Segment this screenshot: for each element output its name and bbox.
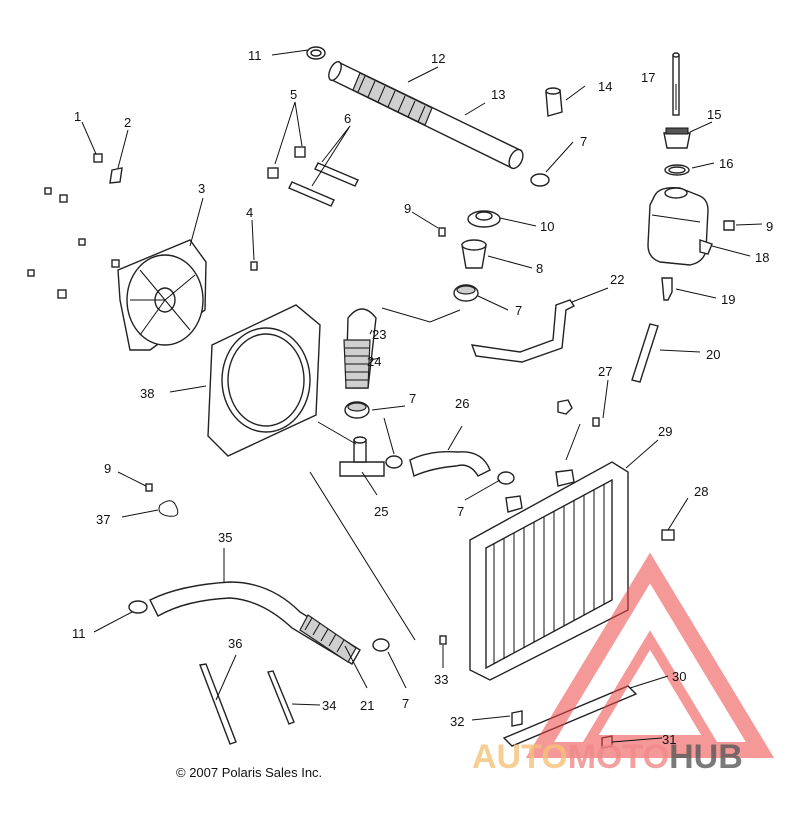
clamp-25 xyxy=(385,455,403,469)
hose-26 xyxy=(409,450,491,477)
callout-17: 17 xyxy=(641,70,655,85)
callout-35: 35 xyxy=(218,530,232,545)
leader-lines xyxy=(81,49,763,743)
callout-1: 1 xyxy=(74,109,81,124)
callout-20: 20 xyxy=(706,347,720,362)
clamp-24 xyxy=(344,401,370,419)
callout-9b: 9 xyxy=(766,219,773,234)
callout-26: 26 xyxy=(455,396,469,411)
callout-16: 16 xyxy=(719,156,733,171)
callout-24: 24 xyxy=(367,354,381,369)
clamp-top xyxy=(306,46,326,60)
upper-pipe xyxy=(328,60,524,170)
sleeve xyxy=(545,87,563,117)
callout-36: 36 xyxy=(228,636,242,651)
callout-8: 8 xyxy=(536,261,543,276)
watermark-moto: MOTO xyxy=(568,738,669,776)
bolt-33 xyxy=(439,635,447,645)
callout-21: 21 xyxy=(360,698,374,713)
callout-14: 14 xyxy=(598,79,612,94)
callout-38: 38 xyxy=(140,386,154,401)
callout-33: 33 xyxy=(434,672,448,687)
radiator-cap xyxy=(467,210,501,228)
callout-32: 32 xyxy=(450,714,464,729)
callout-23: 23 xyxy=(372,327,386,342)
cap-15 xyxy=(663,127,691,149)
callout-18: 18 xyxy=(755,250,769,265)
filler-neck xyxy=(461,239,487,269)
callout-7: 7 xyxy=(580,134,587,149)
callout-7d: 7 xyxy=(457,504,464,519)
copyright-notice: © 2007 Polaris Sales Inc. xyxy=(176,765,322,780)
bolt-28 xyxy=(661,529,675,541)
callout-7e: 7 xyxy=(402,696,409,711)
spring-37 xyxy=(145,483,179,517)
bolt-9a xyxy=(438,227,446,237)
callout-7c: 7 xyxy=(409,391,416,406)
callout-labels: 1 2 3 4 5 6 7 8 9 10 11 12 13 14 15 16 1… xyxy=(72,48,773,747)
tee-fitting xyxy=(339,436,385,477)
callout-11b: 11 xyxy=(72,626,86,641)
callout-9c: 9 xyxy=(104,461,111,476)
watermark-hub: HUB xyxy=(669,738,743,776)
clamp-21 xyxy=(372,638,390,652)
callout-7b: 7 xyxy=(515,303,522,318)
watermark-inner-triangle xyxy=(581,630,719,745)
callout-9: 9 xyxy=(404,201,411,216)
callout-30: 30 xyxy=(672,669,686,684)
callout-12: 12 xyxy=(431,51,445,66)
watermark-triangle xyxy=(525,552,775,758)
callout-25: 25 xyxy=(374,504,388,519)
clamp-8 xyxy=(453,284,479,302)
watermark-auto: AUTO xyxy=(472,738,568,776)
nut-27 xyxy=(557,399,600,427)
callout-34: 34 xyxy=(322,698,336,713)
callout-15: 15 xyxy=(707,107,721,122)
hose-23-24 xyxy=(343,308,377,389)
callout-31: 31 xyxy=(662,732,676,747)
callout-29: 29 xyxy=(658,424,672,439)
clamp-26 xyxy=(497,471,515,485)
clips-5 xyxy=(267,146,306,179)
callout-5: 5 xyxy=(290,87,297,102)
fitting-19 xyxy=(661,277,673,301)
fasteners-top-left xyxy=(27,153,258,299)
clamp-35 xyxy=(128,600,148,614)
callout-13: 13 xyxy=(491,87,505,102)
callout-11: 11 xyxy=(248,48,262,63)
tubes-6 xyxy=(288,162,359,207)
watermark-text: AUTOMOTOHUB xyxy=(472,738,743,776)
callout-28: 28 xyxy=(694,484,708,499)
watermark-logo xyxy=(525,552,775,758)
fan-shroud xyxy=(207,304,321,457)
callout-37: 37 xyxy=(96,512,110,527)
bracket-22 xyxy=(470,299,576,363)
seal-ring xyxy=(664,164,690,176)
callout-4: 4 xyxy=(246,205,253,220)
hose-20 xyxy=(631,323,659,383)
callout-2: 2 xyxy=(124,115,131,130)
callout-6: 6 xyxy=(344,111,351,126)
reservoir xyxy=(647,186,713,266)
callout-27: 27 xyxy=(598,364,612,379)
callout-3: 3 xyxy=(198,181,205,196)
callout-22: 22 xyxy=(610,272,624,287)
lower-hose xyxy=(149,581,361,665)
callout-19: 19 xyxy=(721,292,735,307)
bolt-9b xyxy=(723,220,735,231)
cooling-fan xyxy=(117,239,207,351)
bracket-30 xyxy=(502,685,638,749)
radiator xyxy=(469,461,629,681)
cable-ties xyxy=(199,663,295,745)
clamp-13 xyxy=(530,173,550,187)
callout-10: 10 xyxy=(540,219,554,234)
